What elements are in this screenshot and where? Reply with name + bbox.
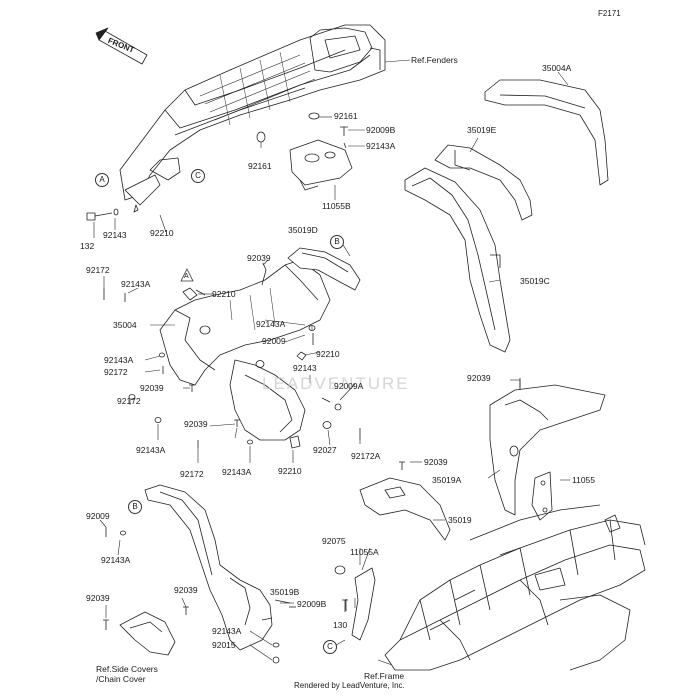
callout-c: C <box>191 169 205 183</box>
part-label: 92210 <box>212 289 236 299</box>
part-label: 92143A <box>136 445 166 455</box>
part-label: 35004 <box>113 320 137 330</box>
bolt-132-part <box>86 204 139 221</box>
fender-35004-part <box>159 259 331 441</box>
part-label: 35019E <box>467 125 497 135</box>
part-label: 92009B <box>366 125 396 135</box>
part-label: 11055B <box>322 201 351 211</box>
mudguard-35019b-part <box>144 484 291 651</box>
figure-id: F2171 <box>598 9 621 18</box>
part-label: 92143 <box>293 363 317 373</box>
part-label: 92143A <box>101 555 131 565</box>
credit-line: Rendered by LeadVenture, Inc. <box>294 681 405 690</box>
part-label: 92172A <box>351 451 381 461</box>
part-label: 92143A <box>366 141 396 151</box>
part-label: 92009 <box>86 511 110 521</box>
watermark: LEADVENTURE <box>262 374 410 393</box>
part-label: 92009B <box>297 599 327 609</box>
bracket-11055-part <box>531 471 553 521</box>
part-label: 92143A <box>256 319 286 329</box>
part-label: 92039 <box>247 253 271 263</box>
part-label: 92172 <box>180 469 204 479</box>
part-label: 130 <box>333 620 348 630</box>
part-label: 92143 <box>103 230 127 240</box>
part-label: 35019C <box>520 276 550 286</box>
part-label: 92039 <box>86 593 110 603</box>
part-label: 92172 <box>86 265 110 275</box>
callout-b: B <box>128 500 142 514</box>
front-arrow-icon <box>95 27 148 65</box>
part-label: 11055 <box>572 475 596 485</box>
callout-b: B <box>330 235 344 249</box>
callout-a-triangle <box>180 268 194 284</box>
part-label: 92039 <box>184 419 208 429</box>
part-label: 35019A <box>432 475 462 485</box>
part-label: 132 <box>80 241 95 251</box>
ref-fenders-label: Ref.Fenders <box>411 55 458 65</box>
fastener-group-part <box>103 262 361 449</box>
part-label: 92172 <box>117 396 141 406</box>
side-cover-ref-part <box>103 606 189 656</box>
part-label: 92009 <box>262 336 286 346</box>
cover-35004a-part <box>484 79 609 186</box>
ref-side-covers-label: Ref.Side Covers /Chain Cover <box>96 664 158 684</box>
part-label: 92039 <box>174 585 198 595</box>
front-grille-part <box>119 24 386 206</box>
part-label: 35019D <box>288 225 318 235</box>
cover-35019a-part <box>489 378 606 516</box>
part-label: 92210 <box>150 228 174 238</box>
part-label: 92210 <box>316 349 340 359</box>
callout-c: C <box>323 640 337 654</box>
part-label: 92172 <box>104 367 128 377</box>
part-label: 92161 <box>334 111 358 121</box>
callout-a-triangle-label: A <box>184 273 189 280</box>
part-label: 92075 <box>322 536 346 546</box>
part-label: 92210 <box>278 466 302 476</box>
part-label: 92143A <box>212 626 242 636</box>
part-label: 92027 <box>313 445 337 455</box>
cover-35019-part <box>359 461 451 541</box>
part-label: 92009A <box>334 381 364 391</box>
part-label: 35004A <box>542 63 572 73</box>
frame-part <box>384 504 646 671</box>
cover-35019d-part <box>287 247 361 291</box>
part-label: 35019B <box>270 587 300 597</box>
part-label: 92039 <box>424 457 448 467</box>
part-label: 92015 <box>212 640 236 650</box>
ref-frame-label: Ref.Frame <box>364 671 405 681</box>
bracket-11055b-part <box>256 112 353 191</box>
part-label: 11055A <box>350 547 379 557</box>
part-label: 92161 <box>248 161 272 171</box>
part-label: 92143A <box>104 355 134 365</box>
part-label: 92143A <box>222 467 252 477</box>
part-label: 92143A <box>121 279 151 289</box>
bracket-11055a-part <box>334 565 376 641</box>
mudguard-35019c-part <box>404 167 511 353</box>
leader-lines <box>93 59 570 666</box>
part-label: 92039 <box>467 373 491 383</box>
lower-fastener-group-part <box>105 380 521 664</box>
part-label: 35019 <box>448 515 472 525</box>
part-label: 92039 <box>140 383 164 393</box>
callout-a: A <box>95 173 109 187</box>
cover-35019e-part <box>434 144 533 221</box>
